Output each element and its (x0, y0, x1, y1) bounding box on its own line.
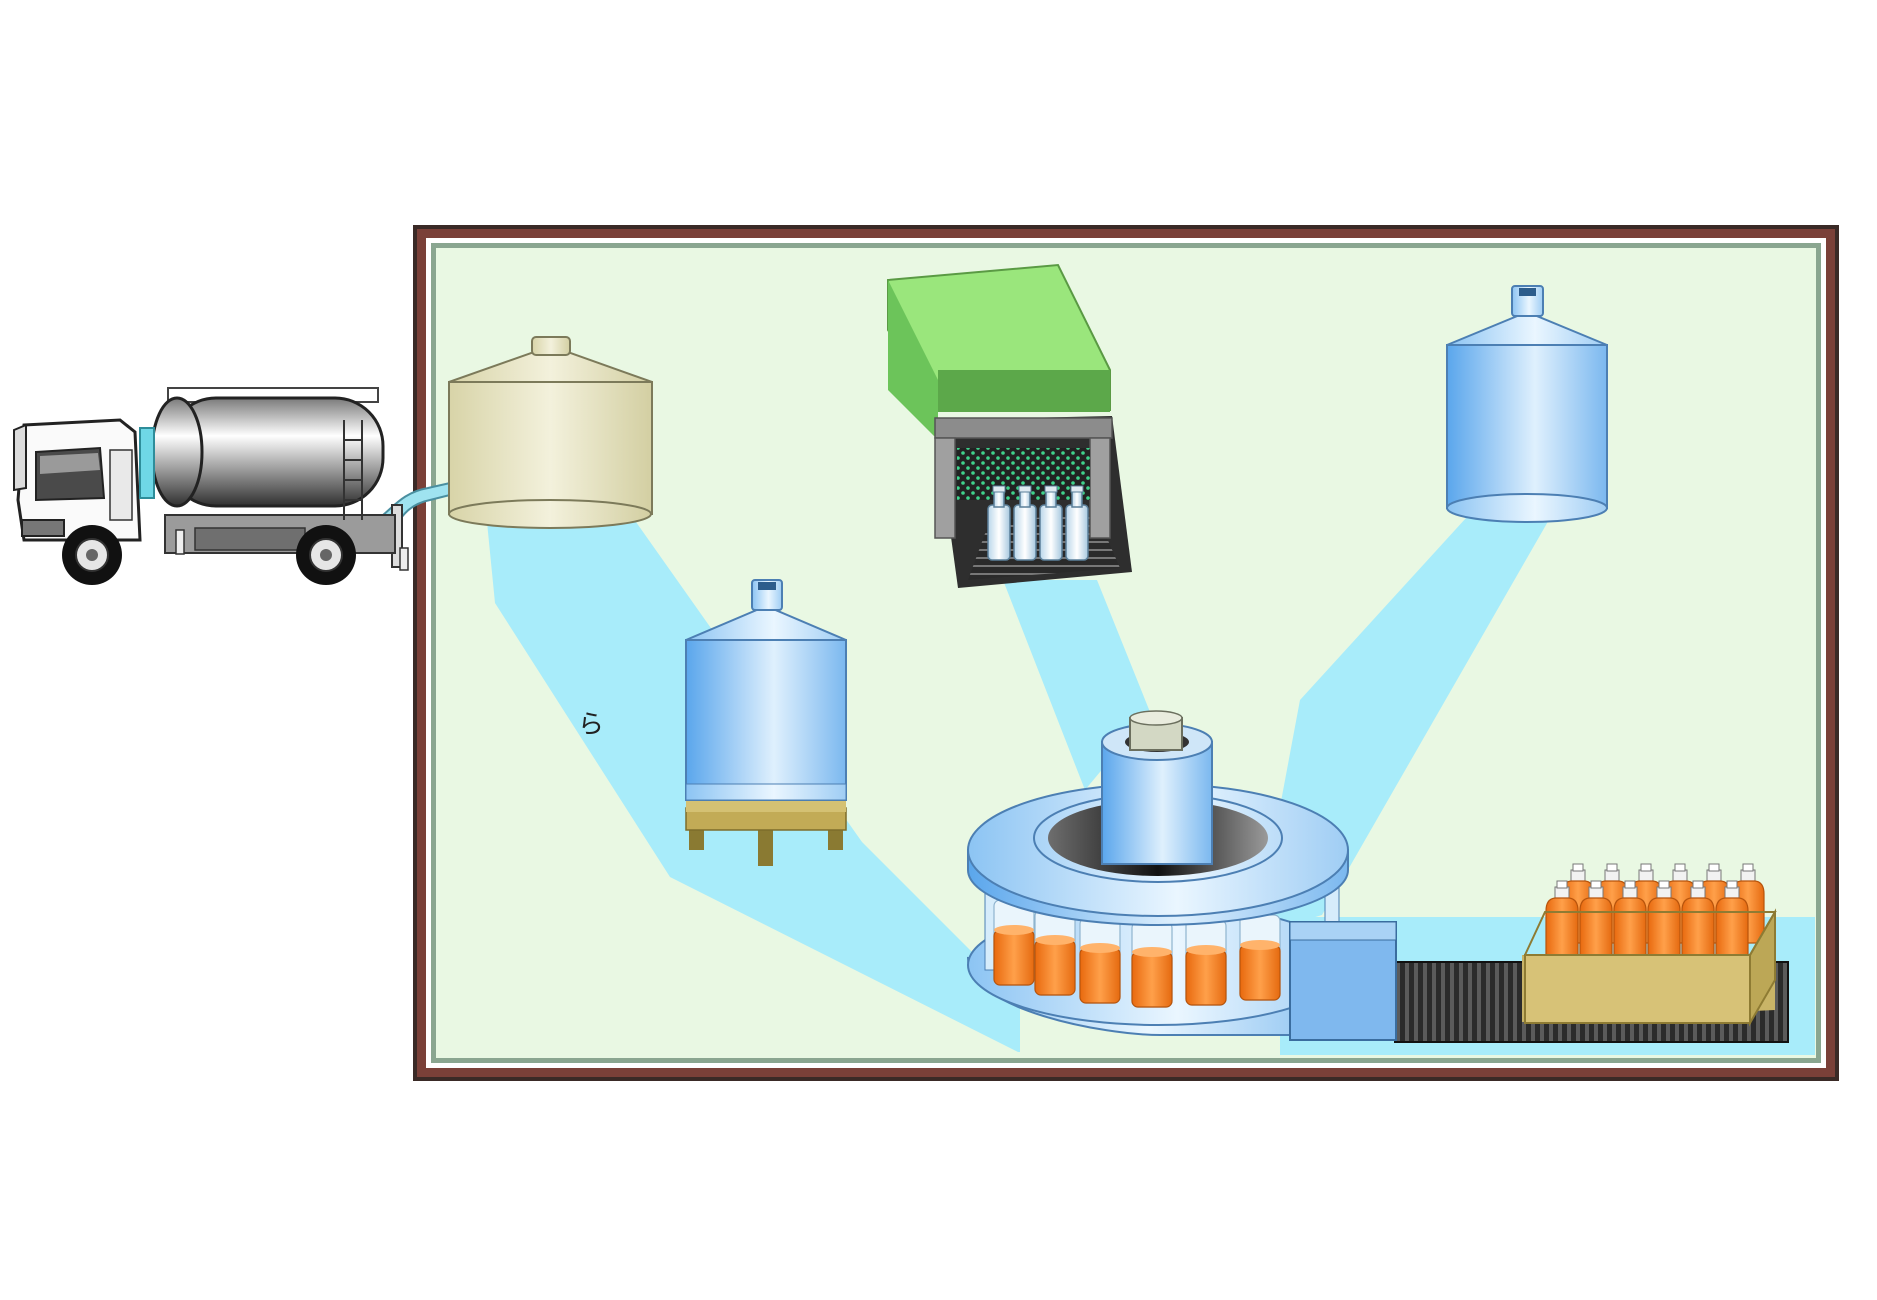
filling-bottle (1079, 917, 1121, 1004)
juice-bottle (1545, 880, 1579, 961)
filling-bottle (1131, 921, 1173, 1008)
filling-bottle (1239, 914, 1281, 1001)
raw-material-tank-icon (448, 336, 653, 529)
bottle-washer-icon (887, 263, 1132, 588)
glass-bottle (1039, 485, 1063, 561)
glass-bottle (1065, 485, 1089, 561)
bottle-crate-icon (1522, 863, 1777, 1027)
capper-icon (1289, 921, 1397, 1041)
juice-bottle (1681, 880, 1715, 961)
filling-bottle (1034, 909, 1076, 996)
juice-bottle (1715, 880, 1749, 961)
filling-bottle (1185, 919, 1227, 1006)
juice-bottle (1647, 880, 1681, 961)
tanker-truck-icon (13, 387, 451, 585)
juice-bottle (1613, 880, 1647, 961)
storage-tank-icon (1446, 285, 1608, 523)
washer-bottles (987, 485, 1089, 561)
stray-mark: ら (578, 709, 604, 739)
juice-bottle (1579, 880, 1613, 961)
filling-bottle (993, 899, 1035, 986)
glass-bottle (1013, 485, 1037, 561)
glass-bottle (987, 485, 1011, 561)
filler-bottles (993, 899, 1281, 1008)
rotary-filler-icon (966, 710, 1349, 1036)
mixing-tank-icon (685, 579, 847, 866)
crate-bottles (1545, 863, 1765, 961)
